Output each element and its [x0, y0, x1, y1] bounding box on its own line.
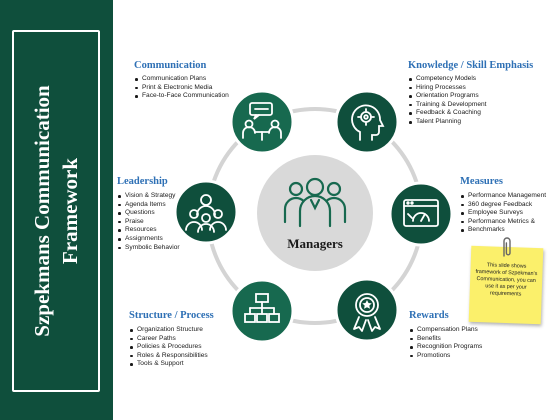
- knowledge-title: Knowledge / Skill Emphasis: [408, 60, 534, 71]
- list-item: Print & Electronic Media: [134, 84, 229, 93]
- list-item: Hiring Processes: [408, 84, 487, 93]
- list-item: Feedback & Coaching: [408, 109, 487, 118]
- list-item-continued: Benchmarks: [460, 226, 546, 235]
- list-item: Employee Surveys: [460, 209, 546, 218]
- list-item: Praise: [117, 218, 180, 227]
- list-item: Benefits: [409, 335, 482, 344]
- knowledge-node: [334, 89, 400, 155]
- list-item: Competency Models: [408, 75, 487, 84]
- sidebar-panel: Szpekmans Communication Framework: [0, 0, 113, 420]
- list-item: Symbolic Behavior: [117, 244, 180, 253]
- measures-list: Performance Management 360 degree Feedba…: [460, 192, 546, 235]
- list-item: Talent Planning: [408, 118, 487, 127]
- list-item: 360 degree Feedback: [460, 201, 546, 210]
- list-item: Organization Structure: [129, 326, 208, 335]
- communication-node: [229, 89, 295, 155]
- list-item: Face-to-Face Communication: [134, 92, 229, 101]
- leadership-title: Leadership: [117, 176, 168, 187]
- communication-list: Communication Plans Print & Electronic M…: [134, 75, 229, 101]
- center-label: Managers: [287, 236, 343, 251]
- list-item: Training & Development: [408, 101, 487, 110]
- dashboard-gauge-icon: [403, 199, 439, 227]
- leadership-list: Vision & Strategy Agenda Items Questions…: [117, 192, 180, 252]
- rewards-node: [334, 277, 400, 343]
- knowledge-list: Competency Models Hiring Processes Orien…: [408, 75, 487, 127]
- communication-title: Communication: [134, 60, 207, 71]
- list-item: Compensation Plans: [409, 326, 482, 335]
- people-group-icon: [283, 177, 347, 228]
- list-item: Career Paths: [129, 335, 208, 344]
- sticky-note-text: This slide shows framework of Szpekman's…: [475, 262, 538, 298]
- team-leader-icon: [185, 194, 227, 233]
- list-item: Tools & Support: [129, 360, 208, 369]
- leadership-node: [173, 179, 239, 245]
- structure-list: Organization Structure Career Paths Poli…: [129, 326, 208, 369]
- list-item: Performance Management: [460, 192, 546, 201]
- measures-node: [388, 181, 454, 247]
- list-item: Promotions: [409, 352, 482, 361]
- list-item: Recognition Programs: [409, 343, 482, 352]
- list-item: Performance Metrics &: [460, 218, 546, 227]
- award-ribbon-icon: [353, 293, 381, 332]
- structure-node: [229, 278, 295, 344]
- list-item: Agenda Items: [117, 201, 180, 210]
- sidebar-frame: [12, 30, 100, 392]
- rewards-list: Compensation Plans Benefits Recognition …: [409, 326, 482, 360]
- list-item: Questions: [117, 209, 180, 218]
- paperclip-icon: [503, 237, 511, 257]
- list-item: Roles & Responsibilities: [129, 352, 208, 361]
- list-item: Assignments: [117, 235, 180, 244]
- list-item: Policies & Procedures: [129, 343, 208, 352]
- measures-title: Measures: [460, 176, 503, 187]
- list-item: Orientation Programs: [408, 92, 487, 101]
- list-item: Vision & Strategy: [117, 192, 180, 201]
- head-gears-icon: [351, 104, 385, 141]
- rewards-title: Rewards: [409, 310, 449, 321]
- list-item: Resources: [117, 226, 180, 235]
- list-item: Communication Plans: [134, 75, 229, 84]
- org-chart-icon: [244, 293, 280, 323]
- meeting-chat-icon: [242, 102, 282, 141]
- structure-title: Structure / Process: [129, 310, 214, 321]
